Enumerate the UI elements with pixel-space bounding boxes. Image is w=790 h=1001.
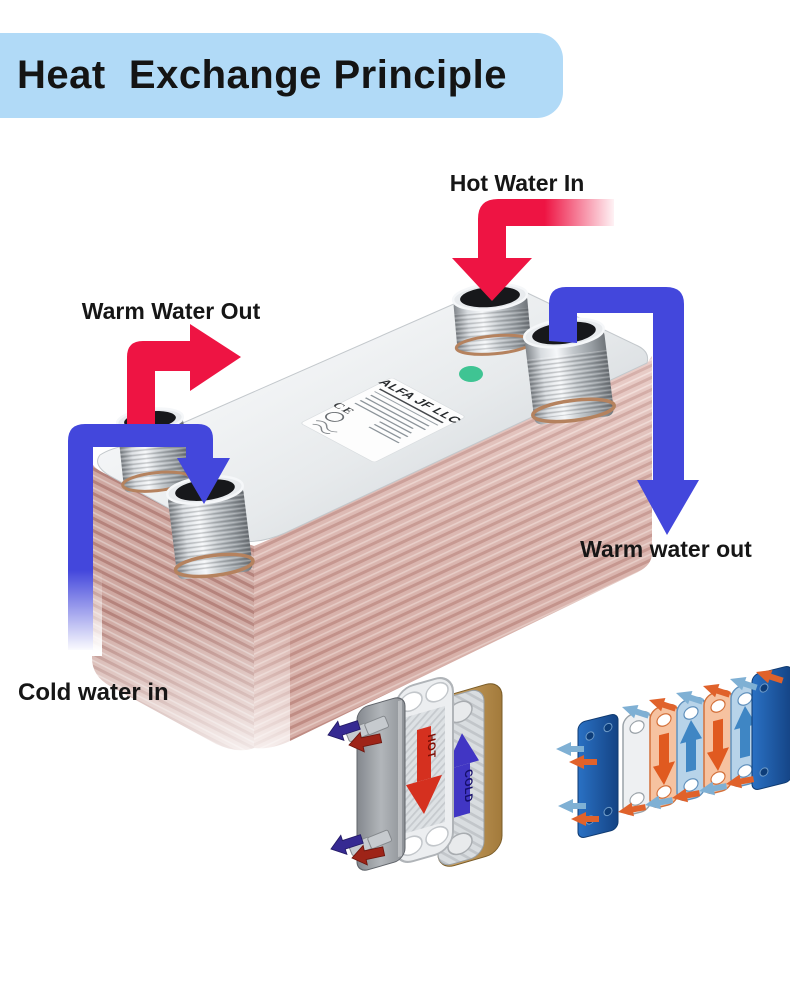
- hot-water-in-arrow: [452, 199, 614, 301]
- front-plate-ports: [345, 715, 392, 856]
- cold-water-in-label: Cold water in: [18, 679, 169, 706]
- exploded-plate-diagram: COLD HOT: [324, 677, 503, 871]
- certification-marks: [312, 420, 338, 435]
- end-plate-right: [751, 666, 790, 790]
- plate-stack-diagram: [556, 665, 790, 838]
- warm-water-out-right-arrow: [549, 287, 699, 535]
- hot-flow-arrow: HOT: [406, 725, 442, 814]
- green-dot: [459, 366, 483, 382]
- plate-hot-1: [649, 703, 679, 809]
- body-right-shade: [254, 356, 652, 749]
- hot-flow-label: HOT: [425, 732, 437, 760]
- heat-exchanger-photo: ALFA JF LLC CE: [70, 282, 652, 777]
- page-title: Heat Exchange Principle: [17, 53, 507, 97]
- title-banner: Heat Exchange Principle: [0, 33, 563, 118]
- port-warm-out-right: [523, 317, 616, 425]
- plate-blank: [622, 710, 652, 816]
- cold-flow-label: COLD: [462, 768, 474, 805]
- spec-label: ALFA JF LLC CE: [301, 377, 466, 463]
- ul-mark: [325, 411, 345, 422]
- warm-water-out-left-label: Warm Water Out: [82, 298, 261, 324]
- port-cold-in: [165, 475, 255, 580]
- plate-hot-2: [703, 689, 733, 795]
- cold-arrow-fade: [60, 568, 102, 656]
- warm-water-out-left-arrow: [127, 324, 241, 432]
- plate-cold-1: [676, 696, 706, 802]
- body-fade: [70, 612, 290, 777]
- warm-water-out-right-label: Warm water out: [580, 536, 752, 562]
- hot-water-in-label: Hot Water In: [450, 170, 585, 196]
